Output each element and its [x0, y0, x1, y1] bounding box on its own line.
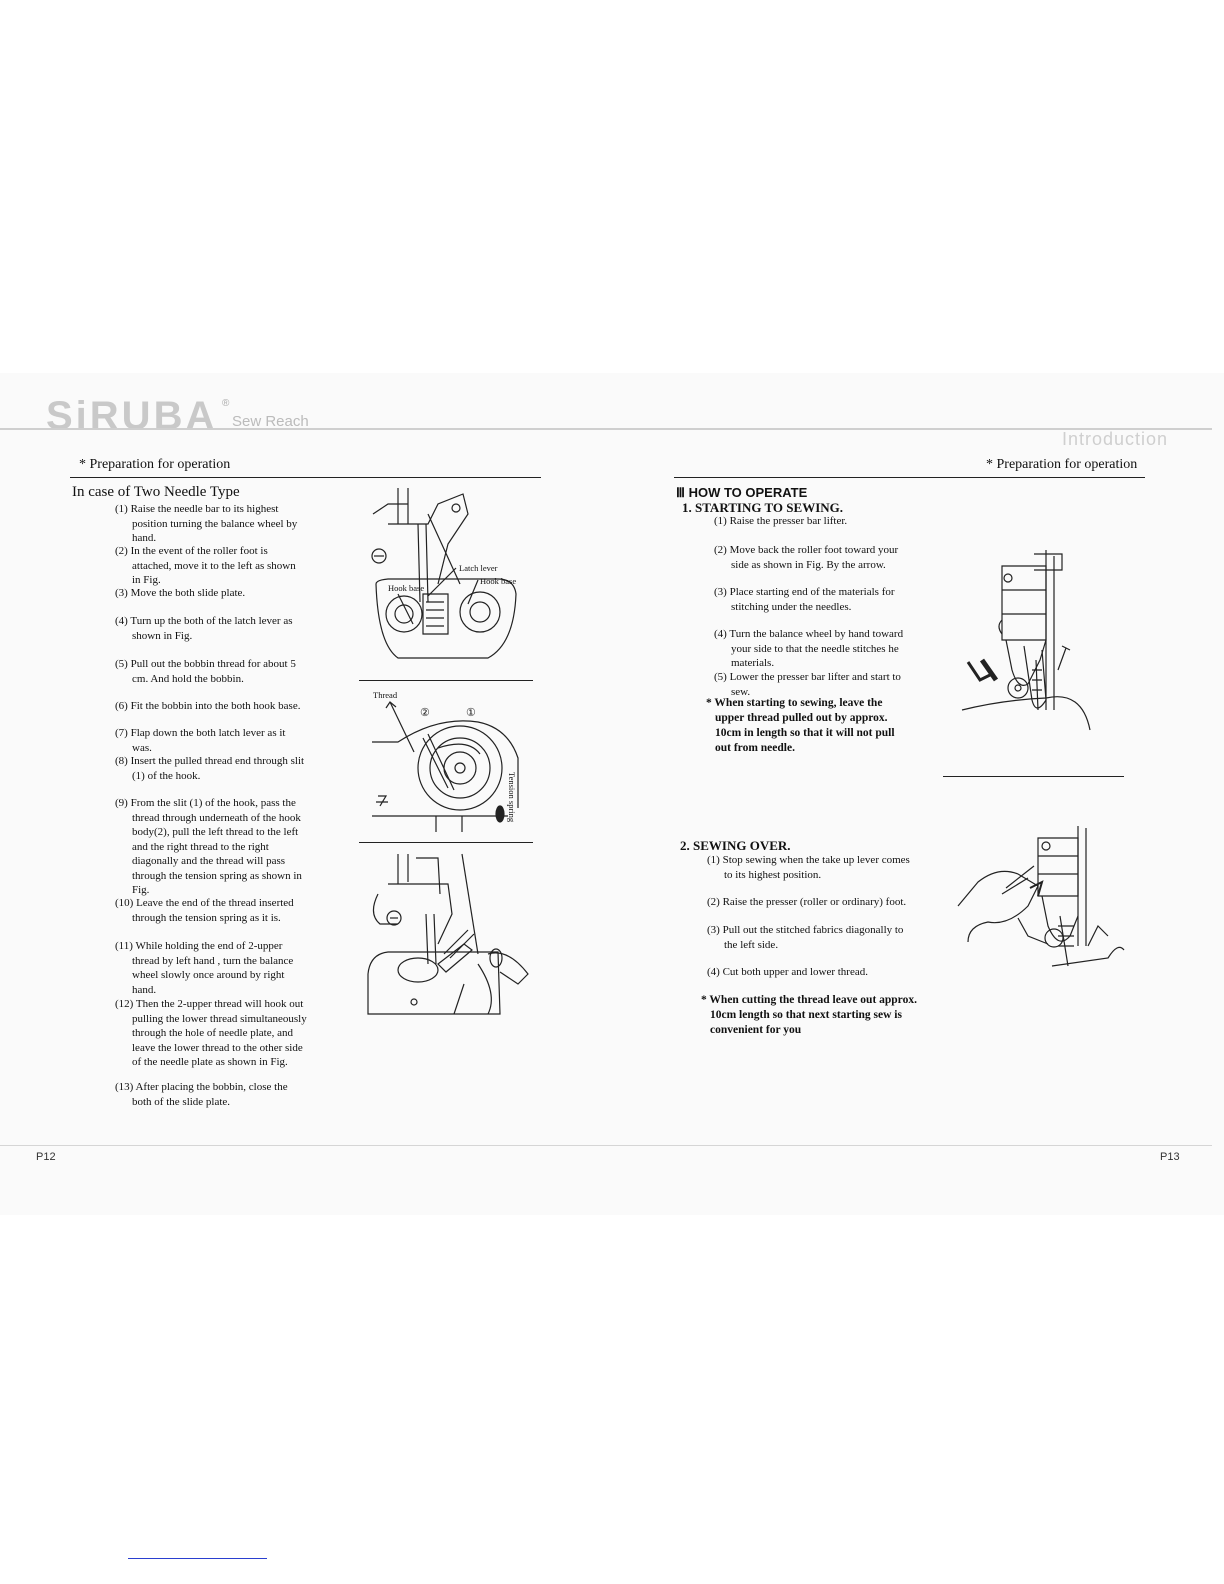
list-item: (4) Cut both upper and lower thread.: [707, 966, 868, 978]
list-item: (1) Raise the presser bar lifter.: [714, 515, 848, 527]
list-item: (11) While holding the end of 2-upper th…: [115, 940, 294, 996]
figure-divider: [359, 842, 533, 843]
list-item: (2) Raise the presser (roller or ordinar…: [707, 896, 907, 908]
hook-base-label-left: Hook base: [388, 583, 425, 593]
list-item: (2) Move back the roller foot toward you…: [714, 544, 899, 571]
left-heading: * Preparation for operation: [79, 457, 231, 472]
thread-label: Thread: [373, 690, 398, 700]
sewing-over-note: * When cutting the thread leave out appr…: [701, 994, 917, 1036]
list-item: (4) Turn the balance wheel by hand towar…: [714, 628, 904, 669]
hook-base-label-right: Hook base: [480, 576, 517, 586]
list-item: (12) Then the 2-upper thread will hook o…: [115, 998, 307, 1068]
blue-underline-mark: [128, 1558, 267, 1559]
list-item: (3) Pull out the stitched fabrics diagon…: [707, 924, 904, 951]
list-item: (10) Leave the end of the thread inserte…: [115, 897, 294, 924]
roller-foot-figure: [961, 550, 1091, 731]
list-item: (6) Fit the bobbin into the both hook ba…: [115, 700, 301, 712]
section-label: Introduction: [1062, 429, 1169, 449]
siruba-logo: SiRUBA: [46, 394, 218, 438]
right-heading: * Preparation for operation: [986, 457, 1138, 472]
list-item: (2) In the event of the roller foot is a…: [115, 545, 296, 586]
left-title: In case of Two Needle Type: [72, 484, 240, 500]
slit-2-label: ②: [420, 707, 430, 719]
starting-to-sewing-title: 1. STARTING TO SEWING.: [682, 500, 844, 515]
list-item: (9) From the slit (1) of the hook, pass …: [115, 797, 302, 896]
page-spread-background: [0, 373, 1224, 1215]
left-page-number: P12: [36, 1151, 56, 1163]
footer-divider: [0, 1145, 1212, 1146]
section-title: Ⅲ HOW TO OPERATE: [676, 485, 808, 500]
list-item: (5) Lower the presser bar lifter and sta…: [714, 671, 901, 698]
starting-note: * When starting to sewing, leave the upp…: [706, 697, 895, 754]
tension-spring-label: Tension spring: [507, 772, 517, 823]
list-item: (3) Place starting end of the materials …: [714, 586, 895, 613]
list-item: (8) Insert the pulled thread end through…: [115, 755, 305, 782]
pulling-fabric-figure: [957, 826, 1125, 967]
figure-divider: [943, 776, 1124, 777]
bobbin-threading-figure: [372, 701, 519, 832]
list-item: (5) Pull out the bobbin thread for about…: [115, 658, 296, 685]
brand-tagline: Sew Reach: [232, 413, 309, 430]
list-item: (13) After placing the bobbin, close the…: [115, 1081, 288, 1108]
registered-mark: ®: [222, 398, 230, 409]
list-item: (7) Flap down the both latch lever as it…: [115, 727, 286, 754]
list-item: (1) Raise the needle bar to its highest …: [115, 503, 298, 544]
list-item: (4) Turn up the both of the latch lever …: [115, 615, 293, 642]
figure-divider: [359, 680, 533, 681]
right-heading-rule: [674, 477, 1145, 478]
right-page-number: P13: [1160, 1151, 1180, 1163]
slit-1-label: ①: [466, 707, 476, 719]
sewing-over-title: 2. SEWING OVER.: [680, 838, 791, 853]
header-divider: [0, 428, 1212, 430]
hook-base-figure: [371, 488, 517, 659]
latch-lever-label: Latch lever: [459, 563, 498, 573]
list-item: (3) Move the both slide plate.: [115, 587, 246, 599]
left-heading-rule: [70, 477, 541, 478]
list-item: (1) Stop sewing when the take up lever c…: [707, 854, 910, 881]
hook-out-figure: [367, 853, 529, 1015]
